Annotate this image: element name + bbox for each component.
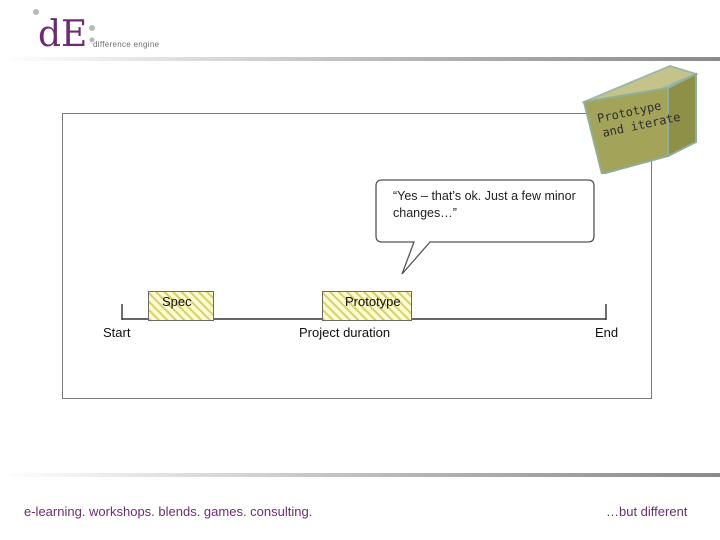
- bubble-quote: “Yes – that’s ok. Just a few minor chang…: [393, 189, 576, 220]
- footer-slogan: …but different: [606, 504, 688, 519]
- logo-text: difference engine: [93, 40, 160, 49]
- timeline-end-label: End: [595, 325, 619, 340]
- timeline-start-label: Start: [103, 325, 131, 340]
- logo-mark: dE: [38, 14, 87, 55]
- header-divider: [0, 57, 720, 61]
- spec-bar: [148, 291, 214, 321]
- prototype-cube: [581, 64, 698, 174]
- timeline-duration-label: Project duration: [299, 325, 391, 340]
- footer-tagline: e-learning. workshops. blends. games. co…: [24, 504, 313, 519]
- speech-bubble: [375, 179, 595, 275]
- prototype-bar-label: Prototype: [345, 294, 401, 309]
- difference-engine-logo: dE: [33, 9, 95, 55]
- diagram-frame: [62, 113, 652, 399]
- prototype-bar: [322, 291, 412, 321]
- footer-divider: [0, 473, 720, 477]
- spec-bar-label: Spec: [162, 294, 192, 309]
